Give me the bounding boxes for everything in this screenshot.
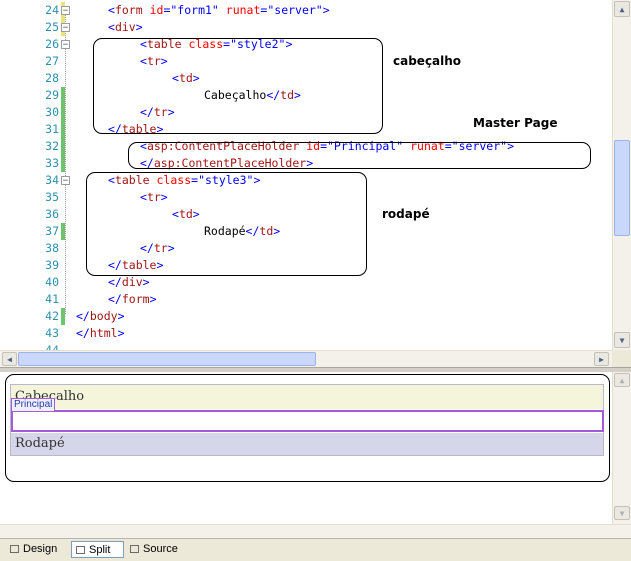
design-horizontal-scrollbar[interactable]: [0, 524, 631, 538]
scroll-thumb[interactable]: [614, 140, 630, 236]
line-number: 43: [45, 326, 59, 340]
change-marker: [61, 121, 65, 138]
line-number: 36: [45, 207, 59, 221]
code-line-39[interactable]: </table>: [108, 258, 164, 272]
line-number: 26: [45, 37, 59, 51]
scroll-left-button[interactable]: ◀: [2, 352, 17, 366]
split-view-icon: [76, 546, 85, 554]
master-annotation-box: [128, 142, 591, 169]
scroll-corner: [612, 350, 631, 367]
editor-vertical-scrollbar[interactable]: ▲ ▼: [612, 0, 631, 350]
line-number: 38: [45, 241, 59, 255]
code-line-37[interactable]: Rodapé</td>: [204, 224, 281, 238]
editor-horizontal-scrollbar[interactable]: ◀ ▶: [0, 350, 612, 367]
collapse-icon[interactable]: −: [61, 23, 70, 33]
view-tab-bar: Design Split Source: [0, 538, 631, 561]
scroll-up-button[interactable]: ▲: [614, 373, 630, 387]
source-view-icon: [130, 545, 139, 553]
design-footer-cell[interactable]: Rodapé: [11, 433, 603, 455]
change-marker: [61, 104, 65, 121]
line-number: 37: [45, 224, 59, 238]
line-number: 31: [45, 122, 59, 136]
tab-design[interactable]: Design: [6, 541, 61, 558]
source-editor[interactable]: 24 25 26 27 28 29 30 31 32 33 34 35 36 3…: [0, 0, 612, 350]
code-line-24[interactable]: <form id="form1" runat="server">: [108, 3, 330, 17]
code-line-36[interactable]: <td>: [172, 207, 200, 221]
code-line-26[interactable]: <table class="style2">: [140, 37, 293, 51]
line-number: 28: [45, 71, 59, 85]
scroll-up-button[interactable]: ▲: [614, 1, 630, 17]
split-divider[interactable]: [0, 367, 631, 372]
line-number: 40: [45, 275, 59, 289]
change-marker: [61, 223, 65, 240]
tab-split[interactable]: Split: [71, 541, 124, 558]
line-number: 39: [45, 258, 59, 272]
line-number: 29: [45, 88, 59, 102]
code-line-40[interactable]: </div>: [108, 275, 150, 289]
line-number: 27: [45, 54, 59, 68]
design-view[interactable]: Cabeçalho Principal Rodapé: [0, 372, 612, 524]
line-number: 25: [45, 20, 59, 34]
scroll-down-button[interactable]: ▼: [614, 506, 630, 520]
outline-guide: [65, 14, 67, 314]
line-number: 42: [45, 309, 59, 323]
code-line-43[interactable]: </html>: [76, 326, 125, 340]
collapse-icon[interactable]: −: [61, 176, 70, 186]
header-annotation-label: cabeçalho: [393, 54, 462, 68]
scroll-right-button[interactable]: ▶: [594, 352, 609, 366]
tab-design-label: Design: [23, 543, 58, 555]
code-line-27[interactable]: <tr>: [140, 54, 168, 68]
change-marker: [61, 87, 65, 104]
master-annotation-label: Master Page: [473, 116, 558, 130]
code-line-41[interactable]: </form>: [108, 292, 157, 306]
tab-source[interactable]: Source: [126, 541, 182, 558]
line-number: 41: [45, 292, 59, 306]
placeholder-tag-label[interactable]: Principal: [11, 398, 56, 412]
code-line-35[interactable]: <tr>: [140, 190, 168, 204]
design-annotation-box: [5, 374, 610, 482]
line-number: 24: [45, 3, 59, 17]
content-placeholder-region[interactable]: [11, 410, 604, 432]
scroll-down-button[interactable]: ▼: [614, 332, 630, 348]
tab-split-label: Split: [89, 544, 111, 556]
code-line-34[interactable]: <table class="style3">: [108, 173, 261, 187]
design-view-icon: [10, 545, 19, 553]
collapse-icon[interactable]: −: [61, 6, 70, 16]
change-marker: [61, 155, 65, 172]
line-number: 30: [45, 105, 59, 119]
header-annotation-box: [93, 38, 383, 134]
line-number: 34: [45, 173, 59, 187]
code-line-38[interactable]: </tr>: [140, 241, 175, 255]
change-marker: [61, 308, 65, 325]
code-line-33[interactable]: </asp:ContentPlaceHolder>: [140, 156, 314, 170]
footer-annotation-box: [86, 172, 367, 276]
code-line-42[interactable]: </body>: [76, 309, 125, 323]
code-line-28[interactable]: <td>: [172, 71, 200, 85]
design-vertical-scrollbar[interactable]: ▲ ▼: [612, 372, 631, 524]
line-number: 32: [45, 139, 59, 153]
code-line-25[interactable]: <div>: [108, 20, 143, 34]
tab-source-label: Source: [143, 543, 178, 555]
code-line-31[interactable]: </table>: [108, 122, 164, 136]
line-number: 35: [45, 190, 59, 204]
footer-annotation-label: rodapé: [382, 207, 430, 221]
line-number: 44: [45, 343, 59, 350]
scroll-thumb[interactable]: [18, 352, 316, 366]
change-marker: [61, 138, 65, 155]
code-line-29[interactable]: Cabeçalho</td>: [204, 88, 301, 102]
line-number: 33: [45, 156, 59, 170]
code-line-30[interactable]: </tr>: [140, 105, 175, 119]
design-header-cell[interactable]: Cabeçalho: [11, 385, 603, 409]
collapse-icon[interactable]: −: [61, 40, 70, 50]
